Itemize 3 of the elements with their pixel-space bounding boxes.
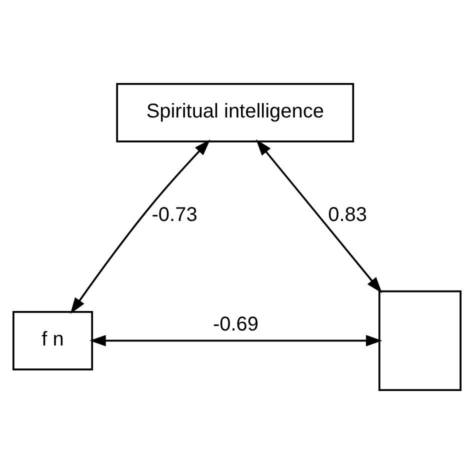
edge-label: 0.83: [328, 204, 367, 226]
edge-label: -0.69: [212, 313, 259, 336]
edge-label: -0.73: [152, 204, 198, 226]
